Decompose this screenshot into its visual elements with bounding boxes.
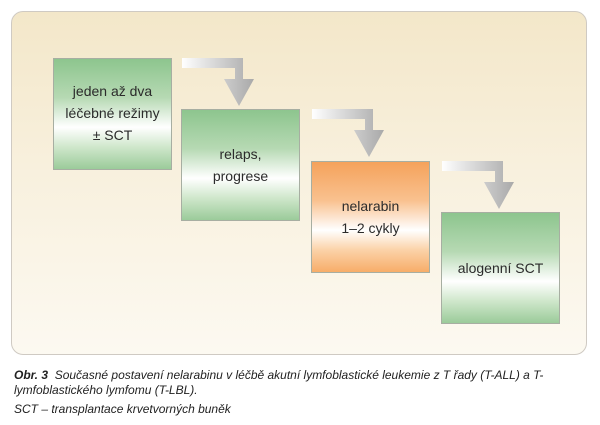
abbreviation-note: SCT – transplantace krvetvorných buněk [14, 402, 590, 417]
step-box-relapse: relaps, progrese [181, 109, 300, 221]
step-label: relaps, progrese [212, 146, 269, 184]
bent-arrow-icon [182, 58, 254, 106]
figure-label: Obr. 3 [14, 368, 49, 382]
bent-arrow-icon [442, 161, 514, 209]
step-label: nelarabin 1–2 cykly [341, 198, 400, 236]
step-box-allogeneic-sct: alogenní SCT [441, 212, 560, 324]
step-box-initial-treatment: jeden až dva léčebné režimy ± SCT [53, 58, 172, 170]
step-label: alogenní SCT [457, 260, 544, 276]
bent-arrow-icon [312, 109, 384, 157]
figure-caption: Obr. 3 Současné postavení nelarabinu v l… [14, 368, 590, 398]
step-box-nelarabine: nelarabin 1–2 cykly [311, 161, 430, 273]
caption-text: Současné postavení nelarabinu v léčbě ak… [14, 368, 544, 397]
step-label: jeden až dva léčebné režimy ± SCT [65, 83, 160, 143]
abbreviation-text: SCT – transplantace krvetvorných buněk [14, 402, 231, 416]
